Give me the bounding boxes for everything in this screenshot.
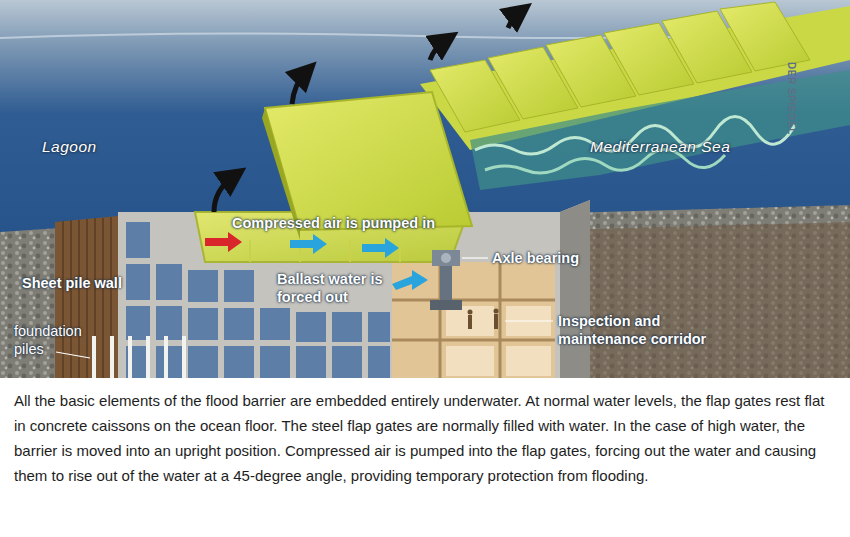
- leader-lines: [56, 258, 553, 358]
- foundation-piles: [92, 336, 186, 378]
- caption: All the basic elements of the flood barr…: [14, 388, 840, 488]
- process-label: Compressed air is pumped in: [232, 214, 462, 232]
- seabed: [0, 205, 850, 378]
- resting-flap-gate: [195, 212, 468, 262]
- part-label: Sheet pile wall: [22, 274, 122, 292]
- watermark: DER SPIEGEL: [782, 62, 800, 135]
- region-label: Mediterranean Sea: [590, 138, 730, 156]
- rise-arrows: [214, 12, 520, 212]
- raised-flap-gates: [262, 2, 850, 240]
- sheet-pile-wall: [55, 216, 118, 378]
- process-label: Ballast water is forced out: [277, 270, 387, 306]
- barrier-illustration: [0, 0, 850, 378]
- part-label: Axle bearing: [492, 249, 579, 267]
- caisson: [118, 200, 590, 378]
- water: [0, 0, 850, 378]
- part-label: foundation piles: [14, 322, 104, 358]
- inspection-corridor: [392, 262, 555, 378]
- axle-bearing: [430, 250, 462, 310]
- region-label: Lagoon: [42, 138, 97, 156]
- part-label: Inspection and maintenance corridor: [558, 312, 728, 348]
